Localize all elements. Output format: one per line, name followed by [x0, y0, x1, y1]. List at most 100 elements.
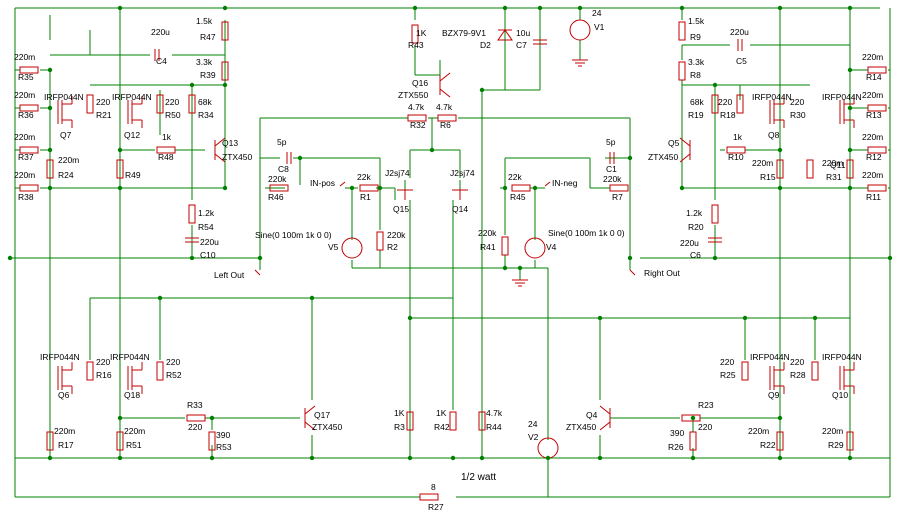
- junction-3: [502, 5, 508, 11]
- component-label: 4.7k: [408, 102, 425, 112]
- component-label: 220u: [680, 238, 699, 248]
- component-label: 1k: [162, 132, 172, 142]
- component-label: 1.5k: [196, 16, 213, 26]
- bjt-emitter: [214, 153, 226, 163]
- component-label: R50: [165, 110, 181, 120]
- junction-6: [679, 5, 685, 11]
- junction-47: [597, 315, 603, 321]
- component-label: R42: [434, 422, 450, 432]
- component-label: Q18: [124, 390, 140, 400]
- component-label: 220m: [14, 170, 35, 180]
- resistor-symbol: [736, 94, 744, 114]
- component-label: 220m: [862, 90, 883, 100]
- component-label: 1.5k: [688, 16, 705, 26]
- resistor-symbol: [776, 431, 784, 451]
- component-label: R38: [18, 192, 34, 202]
- resistor-symbol: [867, 146, 887, 154]
- resistor-symbol: [846, 159, 854, 179]
- junction-30: [627, 155, 633, 161]
- resistor-symbol: [741, 361, 749, 381]
- r27-value: 8: [431, 482, 436, 492]
- junction-55: [309, 455, 315, 461]
- component-label: Q7: [60, 130, 72, 140]
- resistor-symbol: [46, 431, 54, 451]
- component-label: Q8: [768, 130, 780, 140]
- component-label: 1.2k: [198, 208, 215, 218]
- resistor-symbol: [46, 159, 54, 179]
- component-label: 220m: [54, 426, 75, 436]
- component-label: Q5: [668, 138, 680, 148]
- component-label: 22k: [508, 172, 522, 182]
- component-label: R19: [688, 110, 704, 120]
- component-label: ZTX450: [566, 422, 597, 432]
- resistor-symbol: [711, 204, 719, 224]
- component-label: IRFP044N: [822, 352, 862, 362]
- component-label: R51: [126, 440, 142, 450]
- component-label: C4: [156, 56, 167, 66]
- resistor-symbol: [359, 184, 379, 192]
- junction-32: [679, 185, 685, 191]
- junction-62: [777, 455, 783, 461]
- component-label: Q13: [222, 138, 238, 148]
- junction-1: [222, 5, 228, 11]
- resistor-symbol: [19, 66, 39, 74]
- v1-value: 24: [592, 8, 602, 18]
- v4-ref: V4: [546, 242, 557, 252]
- component-label: R43: [408, 40, 424, 50]
- junction-38: [847, 105, 853, 111]
- component-label: R1: [360, 192, 371, 202]
- junction-19: [7, 255, 13, 261]
- component-label: 3.3k: [196, 57, 213, 67]
- resistor-symbol: [678, 61, 686, 81]
- component-label: 1K: [394, 408, 405, 418]
- junction-56: [407, 455, 413, 461]
- junction-9: [47, 67, 53, 73]
- resistor-symbol: [867, 66, 887, 74]
- junction-17: [222, 185, 228, 191]
- right-out-flag: [629, 269, 636, 276]
- component-label: 220k: [478, 228, 497, 238]
- component-label: 220m: [14, 52, 35, 62]
- component-label: 220: [165, 97, 179, 107]
- footer-note: 1/2 watt: [461, 472, 496, 483]
- junction-18: [189, 255, 195, 261]
- component-label: 1k: [733, 132, 743, 142]
- junction-20: [257, 255, 263, 261]
- component-label: IRFP044N: [112, 92, 152, 102]
- junction-35: [777, 147, 783, 153]
- component-label: 220: [698, 422, 712, 432]
- junction-52: [47, 455, 53, 461]
- component-label: 220m: [822, 426, 843, 436]
- resistor-symbol: [19, 184, 39, 192]
- resistor-symbol: [19, 146, 39, 154]
- resistor-symbol: [156, 146, 176, 154]
- left-out-label: Left Out: [214, 270, 245, 280]
- junction-21: [297, 155, 303, 161]
- component-label: Q16: [412, 78, 428, 88]
- resistor-symbol: [376, 231, 384, 251]
- component-label: 220u: [151, 27, 170, 37]
- component-label: 220m: [14, 132, 35, 142]
- component-label: ZTX550: [398, 90, 429, 100]
- component-label: C1: [606, 164, 617, 174]
- resistor-symbol: [407, 114, 427, 122]
- component-label: R20: [688, 222, 704, 232]
- bjt-emitter: [679, 153, 691, 163]
- junction-13: [117, 147, 123, 153]
- junction-34: [712, 255, 718, 261]
- junction-53: [117, 455, 123, 461]
- junction-48: [742, 315, 748, 321]
- junction-24: [429, 147, 435, 153]
- component-label: R45: [510, 192, 526, 202]
- resistor-symbol: [867, 184, 887, 192]
- resistor-symbol: [846, 431, 854, 451]
- junction-2: [412, 5, 418, 11]
- component-label: 220m: [748, 426, 769, 436]
- junction-16: [222, 82, 228, 88]
- resistor-symbol: [269, 184, 289, 192]
- component-label: IRFP044N: [40, 352, 80, 362]
- zener-diode: [497, 29, 513, 41]
- r27-ref: R27: [428, 502, 444, 512]
- junction-12: [47, 185, 53, 191]
